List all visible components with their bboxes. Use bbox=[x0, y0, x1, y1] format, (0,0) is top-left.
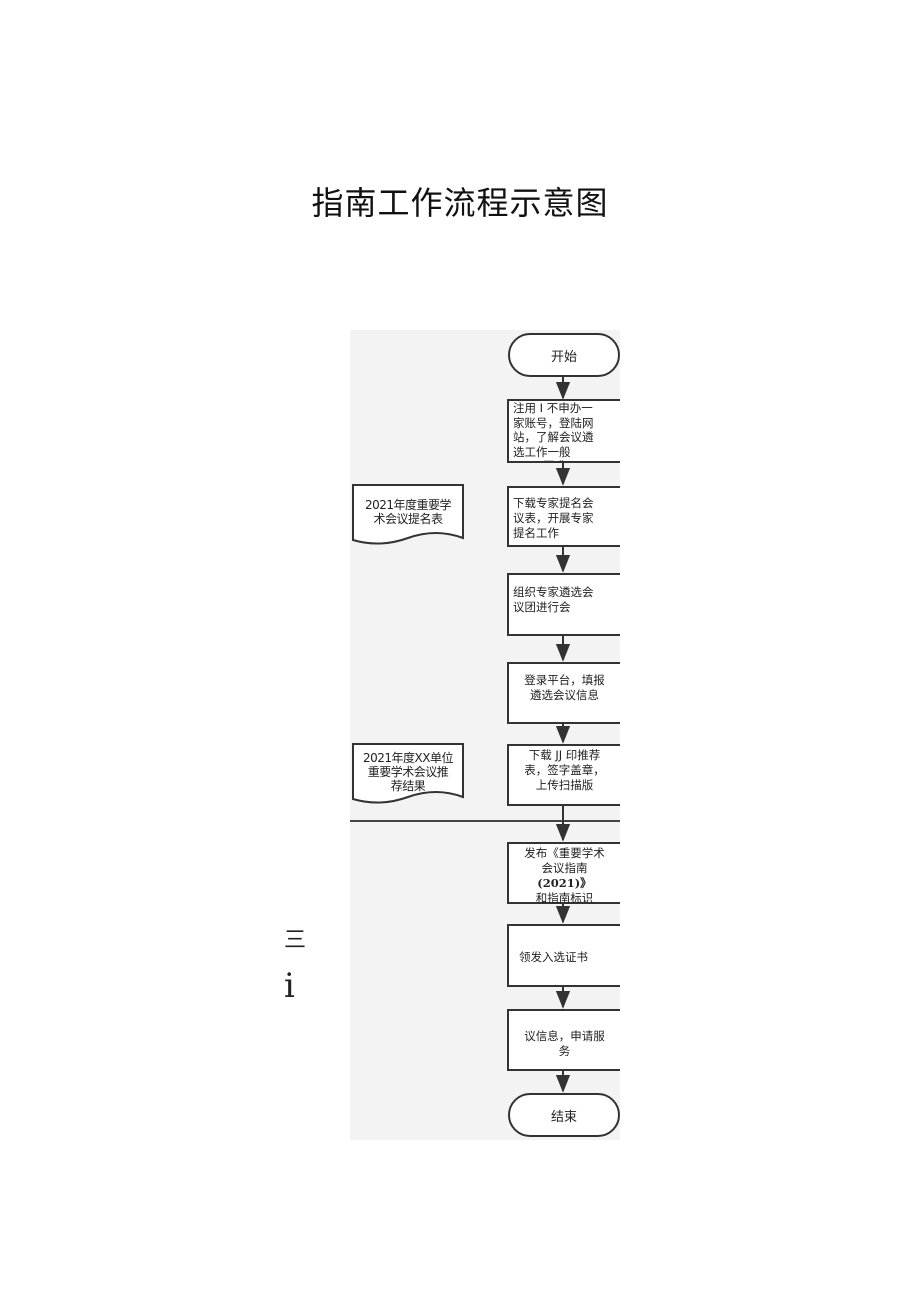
step-1-line-1: 注用 I 不申办一 bbox=[513, 401, 593, 415]
step-8-line-2: 务 bbox=[558, 1044, 571, 1058]
step-box-5: 下载 JJ 印推荐 表，签字盖章， 上传扫描版 bbox=[507, 744, 620, 806]
start-terminal: 开始 bbox=[508, 333, 620, 377]
step-box-8: 议信息，申请服 务 bbox=[507, 1009, 620, 1071]
end-label: 结束 bbox=[550, 1109, 577, 1125]
step-5-line-2: 表，签字盖章， bbox=[524, 763, 605, 777]
step-2-line-2: 议表，开展专家 bbox=[513, 511, 594, 525]
end-terminal: 结束 bbox=[508, 1093, 620, 1137]
step-7-line-1: 领发入选证书 bbox=[519, 950, 588, 964]
step-3-line-2: 议团进行会 bbox=[513, 600, 571, 614]
side-mark-san: 三 bbox=[284, 928, 307, 953]
step-1-line-5: 要求 bbox=[513, 459, 616, 461]
document-nomination-form: 2021年度重要学 术会议提名表 bbox=[352, 484, 464, 548]
step-1-line-4: 选工作一般 bbox=[513, 444, 571, 459]
document-recommendation-result: 2021年度XX单位 重要学术会议推 荐结果 bbox=[352, 743, 464, 805]
doc-2-line-1: 2021年度XX单位 bbox=[363, 751, 453, 765]
step-8-line-1: 议信息，申请服 bbox=[524, 1029, 605, 1043]
step-4-line-2: 遴选会议信息 bbox=[530, 688, 599, 702]
step-2-line-3: 提名工作 bbox=[513, 526, 559, 540]
doc-1-line-2: 术会议提名表 bbox=[373, 512, 443, 526]
swimlane-divider bbox=[350, 820, 620, 822]
step-6-line-1: 发布《重要学术 bbox=[524, 846, 605, 860]
step-6-line-2: 会议指南 bbox=[541, 861, 588, 875]
doc-2-line-2: 重要学术会议推 bbox=[367, 765, 449, 779]
doc-1-line-1: 2021年度重要学 bbox=[364, 498, 452, 512]
step-3-line-1: 组织专家遴选会 bbox=[513, 585, 594, 599]
page-title: 指南工作流程示意图 bbox=[311, 184, 609, 222]
step-box-4: 登录平台，填报 遴选会议信息 bbox=[507, 662, 620, 724]
step-4-line-1: 登录平台，填报 bbox=[524, 673, 605, 687]
step-box-1: 注用 I 不申办一 家账号，登陆网 站，了解会议遴 选工作一般 要求 bbox=[507, 399, 620, 463]
doc-2-line-3: 荐结果 bbox=[390, 779, 426, 793]
step-box-7: 领发入选证书 bbox=[507, 924, 620, 987]
step-1-line-2: 家账号，登陆网 bbox=[513, 415, 594, 430]
step-box-2: 下载专家提名会 议表，开展专家 提名工作 bbox=[507, 486, 620, 547]
step-1-line-3: 站，了解会议遴 bbox=[513, 430, 594, 444]
start-label: 开始 bbox=[550, 349, 577, 365]
step-6-line-3: (2021)》 bbox=[537, 876, 592, 890]
step-6-line-4: 和指南标识 bbox=[535, 891, 594, 905]
side-mark-i: i bbox=[284, 966, 295, 1006]
step-2-line-1: 下载专家提名会 bbox=[513, 496, 594, 510]
step-box-6: 发布《重要学术 会议指南 (2021)》 和指南标识 bbox=[507, 842, 620, 905]
document-shape-1 bbox=[352, 484, 464, 545]
step-5-line-3: 上传扫描版 bbox=[535, 778, 594, 792]
document-shape-2 bbox=[352, 743, 464, 804]
flowchart-panel bbox=[350, 330, 620, 1140]
step-box-3: 组织专家遴选会 议团进行会 bbox=[507, 573, 620, 636]
step-5-line-1: 下载 JJ 印推荐 bbox=[528, 748, 601, 762]
